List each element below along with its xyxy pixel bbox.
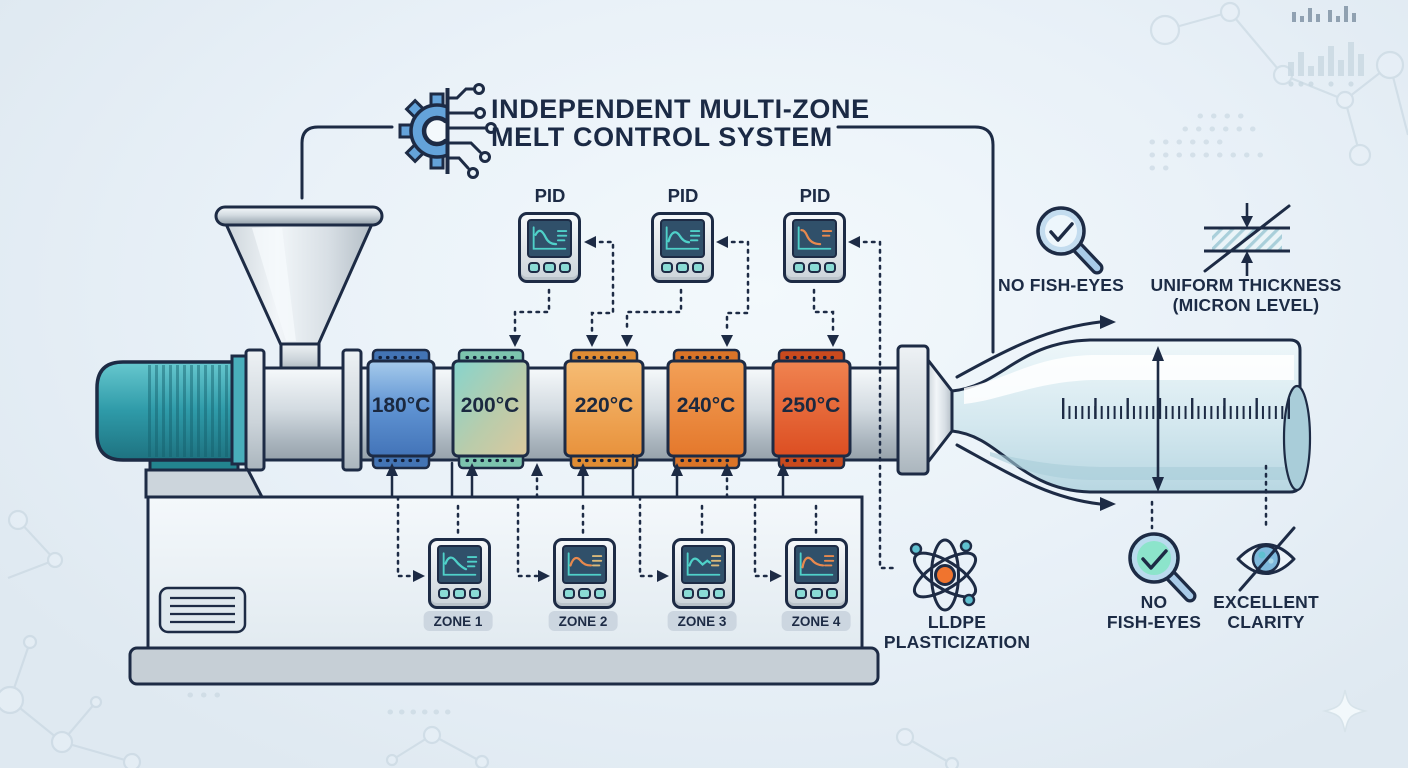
extruder-motor xyxy=(95,354,265,499)
no-fisheyes-bottom-label-2: FISH-EYES xyxy=(1106,612,1202,632)
corner-bar-glyph xyxy=(1292,6,1356,22)
pid-label-2: PID xyxy=(667,185,699,206)
clarity-label-1: EXCELLENT xyxy=(1213,592,1319,612)
extruded-film xyxy=(950,338,1312,494)
clarity-label-2: CLARITY xyxy=(1227,612,1305,632)
pid-screen-1 xyxy=(527,219,572,258)
zone-controller-label-3: ZONE 3 xyxy=(667,611,737,631)
background-bar-glyph xyxy=(1288,42,1364,87)
uniform-thickness-icon xyxy=(1203,203,1291,276)
zone-screen-4 xyxy=(794,545,839,584)
thermocouple-lines xyxy=(390,453,785,499)
uniform-thickness-label-1: UNIFORM THICKNESS xyxy=(1150,275,1342,295)
zone-temp-4: 240°C xyxy=(676,394,736,417)
pid-controller-1 xyxy=(518,212,581,283)
pid-label-3: PID xyxy=(799,185,831,206)
zone-controller-3 xyxy=(672,538,735,609)
zone-temp-1: 180°C xyxy=(371,394,431,417)
uniform-thickness-label-2: (MICRON LEVEL) xyxy=(1172,295,1320,315)
zone-screen-2 xyxy=(562,545,607,584)
zone-temp-2: 200°C xyxy=(460,394,520,417)
heater-zone-3 xyxy=(563,348,645,470)
zone-temp-5: 250°C xyxy=(781,394,841,417)
lldpe-label-2: PLASTICIZATION xyxy=(883,632,1031,652)
zone-temp-3: 220°C xyxy=(574,394,634,417)
eye-slash-icon xyxy=(1236,526,1296,592)
zone-feedback-arrowheads xyxy=(386,463,789,476)
zone-controller-4 xyxy=(785,538,848,609)
zone-controller-label-2: ZONE 2 xyxy=(548,611,618,631)
pid-screen-2 xyxy=(660,219,705,258)
zone-screen-1 xyxy=(437,545,482,584)
heater-zone-1 xyxy=(366,348,436,470)
heater-zone-4 xyxy=(666,348,747,470)
heater-zones xyxy=(366,348,852,470)
pid-label-1: PID xyxy=(534,185,566,206)
lldpe-label-1: LLDPE xyxy=(927,612,987,632)
control-wiring-dashed xyxy=(396,240,1268,578)
pid-controller-3 xyxy=(783,212,846,283)
pid-screen-3 xyxy=(792,219,837,258)
pid-controller-2 xyxy=(651,212,714,283)
atom-icon xyxy=(909,538,978,612)
zone-controller-label-1: ZONE 1 xyxy=(423,611,493,631)
title-line-2: MELT CONTROL SYSTEM xyxy=(491,122,833,152)
zone-controller-label-4: ZONE 4 xyxy=(781,611,851,631)
magnifier-check-icon-bottom xyxy=(1128,532,1197,603)
extruder-machine-base xyxy=(128,495,880,686)
magnifier-check-icon-top xyxy=(1036,206,1104,275)
heater-zone-5 xyxy=(771,348,852,470)
gear-circuit-icon xyxy=(398,83,497,179)
extrusion-die xyxy=(896,344,954,476)
vent-grille xyxy=(158,586,247,634)
sparkle-decoration xyxy=(1322,689,1368,733)
title-line-1: INDEPENDENT MULTI-ZONE xyxy=(491,94,870,124)
zone-controller-2 xyxy=(553,538,616,609)
zone-controller-1 xyxy=(428,538,491,609)
no-fisheyes-bottom-label-1: NO xyxy=(1140,592,1168,612)
flow-arrows xyxy=(955,315,1116,511)
hopper xyxy=(214,205,384,372)
no-fisheyes-top-label: NO FISH-EYES xyxy=(998,275,1124,295)
heater-zone-2 xyxy=(451,348,530,470)
title-connector-lines xyxy=(300,125,995,354)
zone-screen-3 xyxy=(681,545,726,584)
thickness-measure-arrow xyxy=(1152,346,1164,492)
control-wiring-arrowheads xyxy=(413,236,860,582)
